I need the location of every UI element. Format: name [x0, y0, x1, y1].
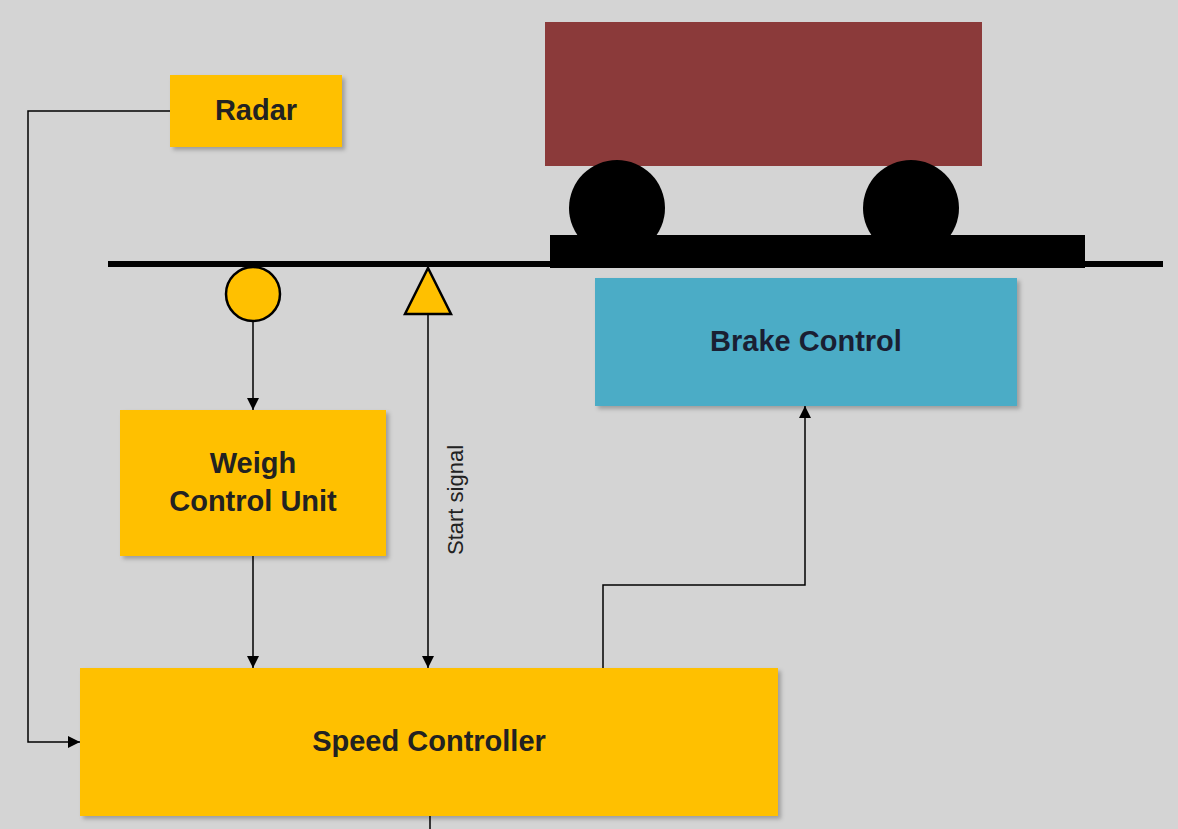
controller-box: Speed Controller	[80, 668, 778, 816]
track-rail	[108, 261, 1163, 267]
signal-connector	[252, 556, 254, 668]
box-label: Speed Controller	[312, 723, 546, 761]
wagon-body	[545, 22, 982, 166]
start-sensor	[405, 268, 451, 314]
box-label: Brake Control	[710, 323, 902, 361]
box-label: Weigh Control Unit	[163, 445, 343, 520]
sensor-wire	[252, 322, 254, 410]
actuator-box: Brake Control	[595, 278, 1017, 406]
start-signal-wire	[427, 314, 429, 668]
signal-connector	[603, 406, 805, 668]
process-box: Weigh Control Unit	[120, 410, 386, 556]
box-label: Radar	[215, 92, 297, 130]
sensor-box: Radar	[170, 75, 342, 147]
output-wire	[429, 816, 431, 829]
signal-label: Start signal	[443, 445, 469, 555]
weigh-sensor	[226, 267, 280, 321]
